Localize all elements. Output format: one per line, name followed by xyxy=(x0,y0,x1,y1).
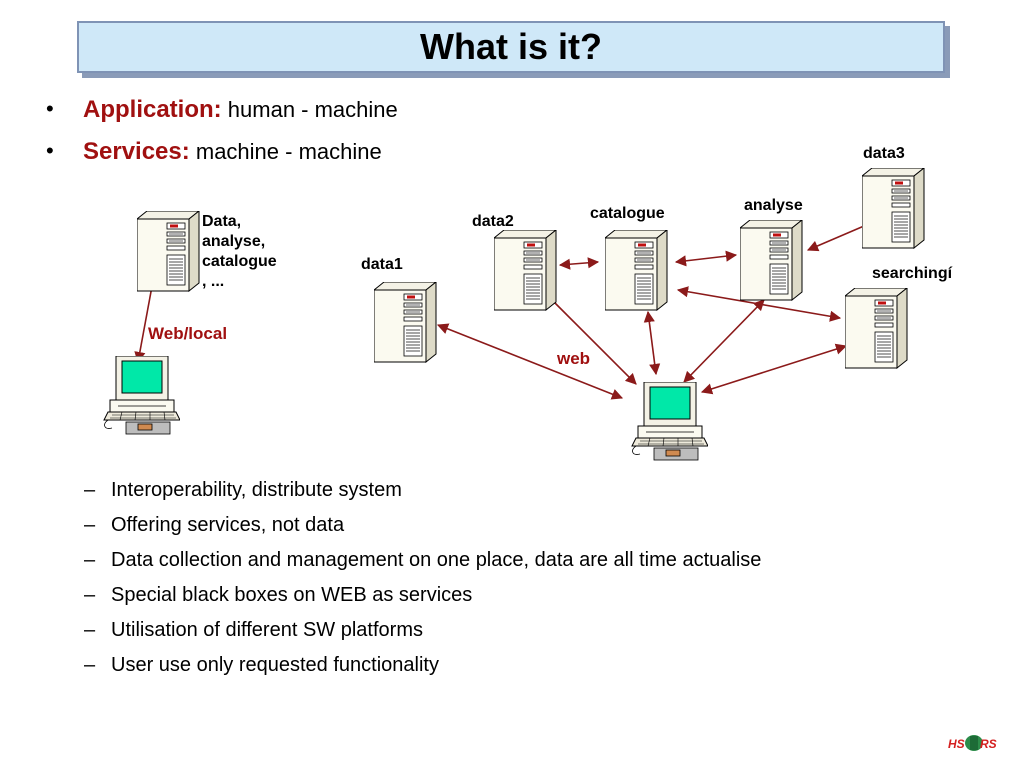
computer-icon-web xyxy=(631,382,708,461)
bullet-text: human - machine xyxy=(227,97,398,122)
arrow-data2-pc xyxy=(539,287,637,385)
arrow-searching-pc xyxy=(700,343,848,395)
web-local-label: Web/local xyxy=(148,324,228,343)
svg-text:HS: HS xyxy=(948,737,965,751)
searching-label: searchingí xyxy=(872,265,953,282)
arrow-catalogue-searching xyxy=(676,286,842,322)
arrow-data1-pc xyxy=(436,323,624,400)
svg-text:RS: RS xyxy=(980,737,997,751)
server-icon-catalogue xyxy=(605,230,668,311)
analyse-label: analyse xyxy=(744,197,803,214)
catalogue-label: catalogue xyxy=(590,205,665,222)
arrow-catalogue-pc xyxy=(643,310,661,376)
server-icon-data3 xyxy=(862,168,925,249)
bullet-dot: • xyxy=(46,96,54,121)
bullet-label: Application: xyxy=(83,96,222,123)
data3-label: data3 xyxy=(863,145,905,162)
left-server-description: Data, analyse, catalogue , ... xyxy=(202,213,277,290)
server-icon-data1 xyxy=(374,282,437,363)
title-box: What is it? xyxy=(77,21,945,73)
slide-title: What is it? xyxy=(420,26,602,67)
bullet-dot: • xyxy=(46,138,54,163)
computer-icon-left xyxy=(103,356,180,435)
server-icon-analyse xyxy=(740,220,803,301)
server-icon-searching xyxy=(845,288,908,369)
bullet-label: Services: xyxy=(83,138,190,165)
server-icon-data2 xyxy=(494,230,557,311)
bullet-text: machine - machine xyxy=(195,139,382,164)
data1-label: data1 xyxy=(361,256,403,273)
web-label: web xyxy=(557,349,591,368)
server-icon-left xyxy=(137,211,200,292)
hsrs-logo: HS RS xyxy=(948,735,997,751)
arrow-catalogue-analyse xyxy=(674,250,738,267)
arrow-data2-catalogue xyxy=(558,257,600,270)
data2-label: data2 xyxy=(472,213,514,230)
arrow-analyse-pc xyxy=(683,299,765,383)
